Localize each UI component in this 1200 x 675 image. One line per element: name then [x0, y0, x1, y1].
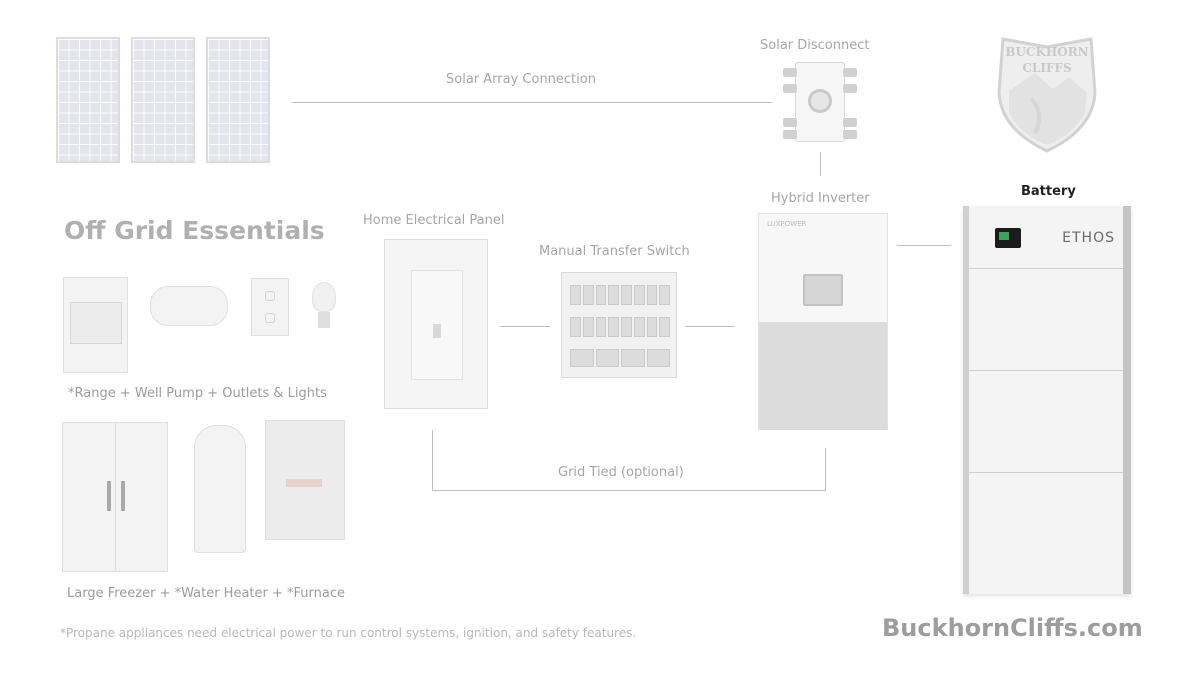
buckhorn-cliffs-logo: BUCKHORN CLIFFS	[995, 33, 1099, 155]
connection-line-grid-right	[825, 448, 826, 491]
disconnect-lug	[783, 84, 797, 93]
switch-row	[570, 317, 670, 337]
label-grid-tied: Grid Tied (optional)	[558, 465, 684, 480]
footnote: *Propane appliances need electrical powe…	[60, 626, 637, 640]
well-pump-appliance	[150, 286, 228, 326]
hybrid-inverter: LUXPOWER	[758, 213, 888, 430]
shield-logo-icon	[997, 37, 1097, 153]
light-bulb-icon	[312, 282, 336, 312]
connection-line-panel-switch	[500, 326, 550, 327]
light-bulb-base	[318, 312, 330, 328]
label-home-electrical-panel: Home Electrical Panel	[363, 213, 505, 228]
panel-latch-icon	[433, 324, 441, 338]
label-manual-transfer-switch: Manual Transfer Switch	[539, 244, 690, 259]
disconnect-lug	[843, 130, 857, 139]
battery-stack: ETHOS	[963, 206, 1131, 594]
connection-line-solar-array	[292, 102, 772, 103]
disconnect-lug	[783, 118, 797, 127]
disconnect-lug	[783, 68, 797, 77]
switch-row	[570, 349, 670, 367]
large-freezer-appliance	[62, 422, 168, 572]
logo-text-line1: BUCKHORN	[1005, 45, 1089, 59]
disconnect-lug	[843, 68, 857, 77]
range-oven-door	[70, 302, 122, 344]
connection-line-inverter-battery	[897, 245, 951, 246]
connection-line-disconnect-inverter	[820, 152, 821, 176]
essentials-row2-caption: Large Freezer + *Water Heater + *Furnace	[67, 586, 345, 601]
range-appliance	[63, 277, 128, 373]
essentials-title: Off Grid Essentials	[64, 216, 325, 245]
connection-line-grid-bottom	[432, 490, 826, 491]
inverter-wiring-cover	[759, 322, 887, 430]
label-solar-array-connection: Solar Array Connection	[446, 72, 596, 87]
solar-disconnect-box	[795, 62, 845, 142]
switch-row	[570, 285, 670, 305]
connection-line-switch-inverter	[685, 326, 735, 327]
website-link[interactable]: BuckhornCliffs.com	[882, 614, 1143, 642]
disconnect-lug	[843, 118, 857, 127]
essentials-row1-caption: *Range + Well Pump + Outlets & Lights	[68, 386, 327, 401]
home-electrical-panel	[384, 239, 488, 409]
solar-panel	[56, 37, 120, 163]
inverter-screen-icon	[803, 274, 843, 306]
battery-screen-icon	[995, 228, 1021, 248]
solar-panel	[131, 37, 195, 163]
label-hybrid-inverter: Hybrid Inverter	[771, 191, 870, 206]
label-battery: Battery	[1021, 184, 1076, 199]
water-heater-appliance	[194, 425, 246, 553]
connection-line-grid-left	[432, 430, 433, 491]
disconnect-knob-icon	[808, 89, 832, 113]
disconnect-lug	[783, 130, 797, 139]
manual-transfer-switch	[561, 272, 677, 378]
outlet-icon	[251, 278, 289, 336]
battery-module-divider	[969, 472, 1123, 473]
battery-module-divider	[969, 370, 1123, 371]
battery-brand: ETHOS	[1062, 230, 1115, 246]
battery-module-divider	[969, 268, 1123, 269]
furnace-appliance	[265, 420, 345, 540]
logo-text-line2: CLIFFS	[1022, 61, 1072, 75]
label-solar-disconnect: Solar Disconnect	[760, 38, 870, 53]
inverter-brand: LUXPOWER	[767, 220, 807, 228]
solar-panel	[206, 37, 270, 163]
disconnect-lug	[843, 84, 857, 93]
